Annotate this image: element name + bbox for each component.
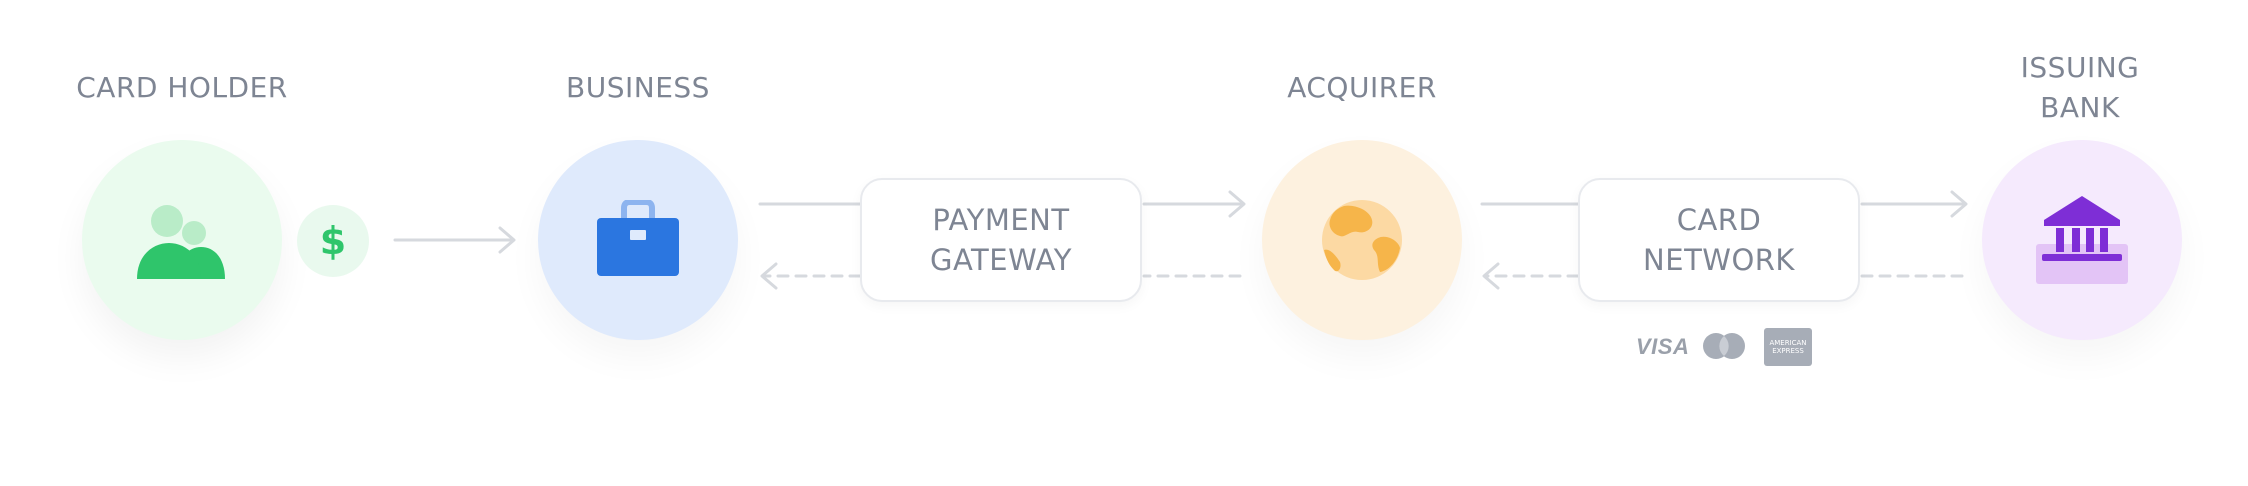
node-label-acquirer: ACQUIRER [1287,71,1437,104]
card-network-box: CARD NETWORK [1578,178,1860,302]
visa-logo-text: VISA [1636,334,1690,359]
visa-logo: VISA [1636,334,1689,360]
arrowhead-network-to-acquirer [1482,262,1500,290]
node-label-card-holder: CARD HOLDER [76,71,288,104]
node-label-issuing-bank: ISSUING BANK [2020,51,2140,124]
payment-gateway-box: PAYMENT GATEWAY [860,178,1142,302]
arrowhead-gateway-to-acquirer [1228,190,1246,218]
mastercard-logo [1702,332,1746,360]
issuing-bank-node [1982,140,2182,340]
amex-logo-text: AMERICAN EXPRESS [1769,339,1807,355]
globe-icon [1322,200,1402,280]
node-label-business: BUSINESS [566,71,710,104]
bank-icon [2036,196,2128,284]
payment-gateway-label: PAYMENT GATEWAY [930,203,1072,277]
acquirer-node [1262,140,1462,340]
mastercard-icon [1703,333,1745,359]
amex-logo: AMERICAN EXPRESS [1764,328,1812,366]
arrowhead-gateway-to-business [760,262,778,290]
arrowhead-cardholder-to-business [498,226,516,254]
card-network-label: CARD NETWORK [1643,203,1795,277]
people-icon [137,205,225,279]
card-holder-node [82,140,282,340]
arrowhead-network-to-bank [1950,190,1968,218]
briefcase-icon [597,200,679,276]
payment-dollar-badge: $ [297,205,369,277]
business-node [538,140,738,340]
dollar-symbol: $ [319,219,347,263]
